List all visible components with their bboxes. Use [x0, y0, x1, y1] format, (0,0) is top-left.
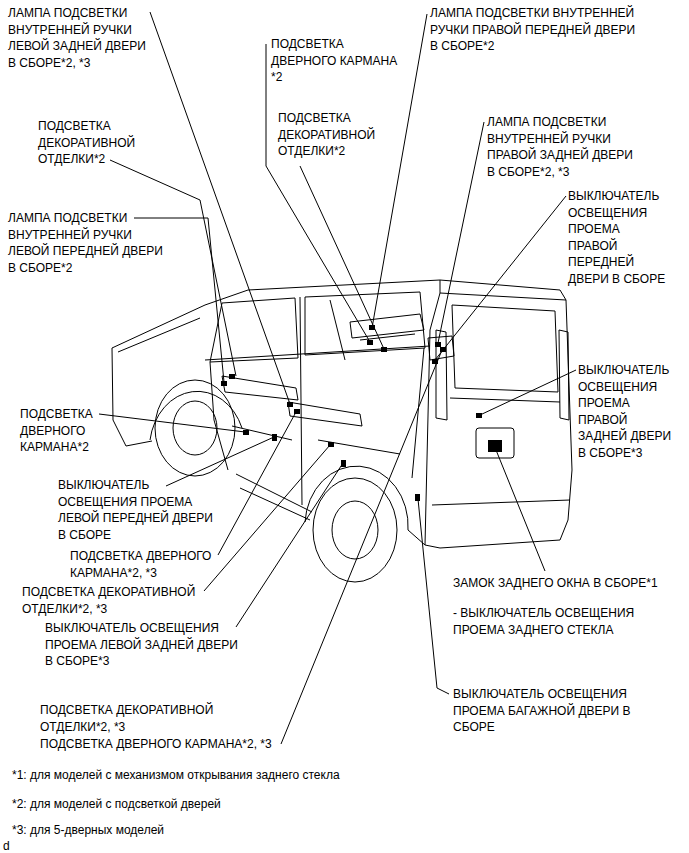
component-mark [229, 374, 235, 379]
part-label: ВЫКЛЮЧАТЕЛЬ ОСВЕЩЕНИЯ ПРОЕМА ПРАВОЙ ПЕРЕ… [568, 188, 671, 287]
part-label: ВЫКЛЮЧАТЕЛЬ ОСВЕЩЕНИЯ ПРОЕМА БАГАЖНОЙ ДВ… [453, 686, 643, 736]
part-label: ПОДСВЕТКА ДВЕРНОГО КАРМАНА*2, *3 [40, 736, 300, 753]
leader-line [218, 412, 296, 555]
component-mark [415, 494, 420, 501]
part-label: ЛАМПА ПОДСВЕТКИ ВНУТРЕННЕЙ РУЧКИ ПРАВОЙ … [430, 5, 642, 55]
part-label: ЛАМПА ПОДСВЕТКИ ВНУТРЕННЕЙ РУЧКИ ЛЕВОЙ З… [8, 5, 152, 71]
part-label: - ВЫКЛЮЧАТЕЛЬ ОСВЕЩЕНИЯ ПРОЕМА ЗАДНЕГО С… [453, 605, 668, 638]
rear-wheel [313, 478, 397, 582]
part-label: ПОДСВЕТКА ДВЕРНОГО КАРМАНА*2 [20, 406, 110, 456]
leader-line [281, 350, 442, 744]
far-pillar [330, 300, 345, 360]
hood-edge [118, 318, 200, 352]
footnote-text: *1: для моделей с механизмом открывания … [12, 767, 652, 784]
rear-window [305, 292, 425, 355]
far-door-trim [428, 336, 454, 360]
leader-line [110, 160, 236, 376]
leader-line [236, 463, 343, 627]
part-label: ПОДСВЕТКА ДВЕРНОГО КАРМАНА *2 [271, 36, 407, 86]
leader-line [438, 122, 484, 343]
leader-line [418, 499, 449, 694]
leader-line [496, 450, 545, 571]
front-wheel [155, 380, 235, 476]
part-label: ВЫКЛЮЧАТЕЛЬ ОСВЕЩЕНИЯ ПРОЕМА ПРАВОЙ ЗАДН… [578, 362, 676, 461]
part-label: ВЫКЛЮЧАТЕЛЬ ОСВЕЩЕНИЯ ПРОЕМА ЛЕВОЙ ЗАДНЕ… [45, 620, 244, 670]
rear-lamp [559, 330, 569, 420]
part-label: ПОДСВЕТКА ДЕКОРАТИВНОЙ ОТДЕЛКИ*2, *3 [22, 584, 212, 617]
footnote-text: d [3, 838, 33, 853]
sill-lower [240, 488, 310, 520]
leader-line [266, 44, 370, 342]
rear-corner [425, 293, 440, 545]
part-label: ПОДСВЕТКА ДЕКОРАТИВНОЙ ОТДЕЛКИ*2 [38, 118, 153, 168]
hood-line [112, 290, 248, 348]
part-label: ПОДСВЕТКА ДВЕРНОГО КАРМАНА*2, *3 [70, 548, 220, 581]
leader-line [99, 414, 245, 432]
component-mark [476, 413, 482, 418]
leader-line [435, 196, 566, 360]
front-face [112, 348, 152, 446]
leader-line [480, 370, 576, 415]
leader-line [204, 445, 330, 591]
rear-face [425, 293, 572, 548]
roof-corner [440, 280, 441, 293]
part-label: ЗАМОК ЗАДНЕГО ОКНА В СБОРЕ*1 [453, 575, 683, 592]
part-label: ЛАМПА ПОДСВЕТКИ ВНУТРЕННЕЙ РУЧКИ ЛЕВОЙ П… [8, 210, 170, 276]
front-window [210, 298, 298, 362]
bumper-line [432, 500, 570, 505]
plate-recess [476, 428, 514, 458]
component-mark [381, 347, 387, 352]
tailgate-edge [450, 398, 560, 402]
rear-door-edge [412, 348, 424, 478]
leader-line [134, 218, 224, 382]
b-pillar [300, 297, 302, 505]
rear-lamp [436, 330, 447, 420]
door-pocket [232, 426, 292, 440]
rear-rim [332, 501, 378, 559]
door-trim [288, 402, 362, 426]
component-mark [243, 430, 249, 435]
part-label: ПОДСВЕТКА ДЕКОРАТИВНОЙ ОТДЕЛКИ*2, *3 [40, 702, 230, 735]
component-mark [367, 340, 373, 345]
footnote-text: *3: для 5-дверных моделей [12, 822, 652, 839]
lock-mark [488, 440, 502, 452]
car-body [112, 280, 572, 582]
door-pocket [318, 440, 400, 454]
door-trim [222, 376, 298, 400]
part-label: ЛАМПА ПОДСВЕТКИ ВНУТРЕННЕЙ РУЧКИ ПРАВОЙ … [487, 114, 640, 180]
part-label: ПОДСВЕТКА ДЕКОРАТИВНОЙ ОТДЕЛКИ*2 [278, 110, 393, 160]
footnote-text: *2: для моделей с подсветкой дверей [12, 796, 652, 813]
front-door-edge [210, 362, 228, 470]
component-marks [221, 325, 502, 501]
part-label: ВЫКЛЮЧАТЕЛЬ ОСВЕЩЕНИЯ ПРОЕМА ЛЕВОЙ ПЕРЕД… [58, 477, 220, 543]
leader-line [166, 437, 274, 486]
belt-line [205, 346, 430, 360]
leader-line [300, 166, 384, 349]
component-mark [341, 460, 346, 467]
